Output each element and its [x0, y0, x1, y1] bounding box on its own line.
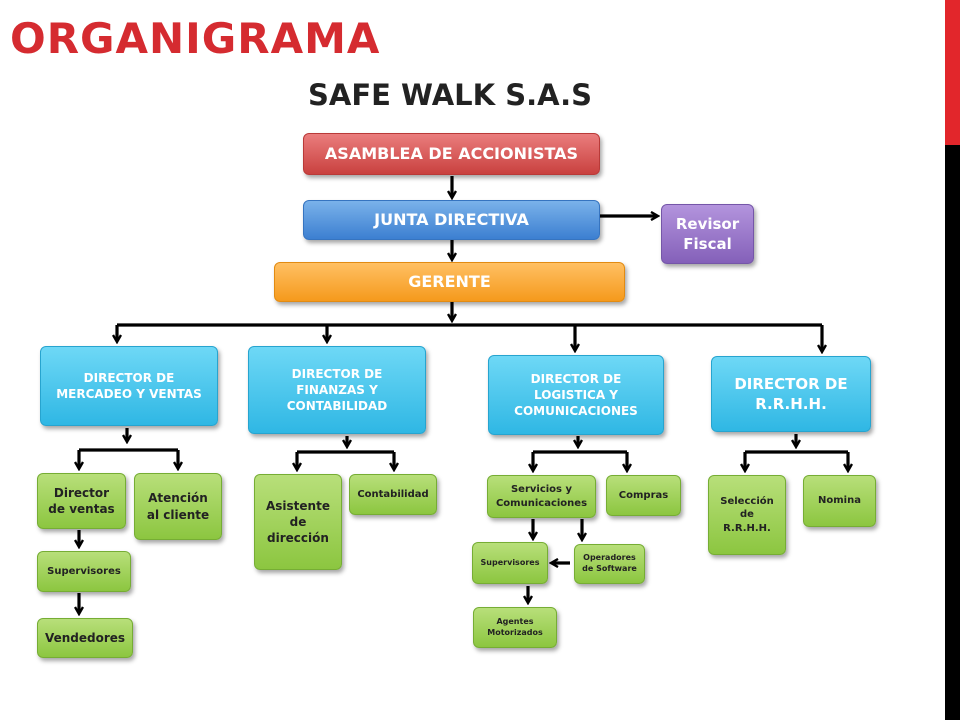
box-supervisores-ventas: Supervisores: [37, 551, 131, 592]
box-asistente-direccion: Asistente de dirección: [254, 474, 342, 570]
side-accent-bar-red: [945, 0, 960, 145]
box-director-logistica-comunicaciones: DIRECTOR DE LOGISTICA Y COMUNICACIONES: [488, 355, 664, 435]
box-gerente: GERENTE: [274, 262, 625, 302]
box-supervisores-logistica: Supervisores: [472, 542, 548, 584]
box-asamblea-accionistas: ASAMBLEA DE ACCIONISTAS: [303, 133, 600, 175]
box-junta-directiva: JUNTA DIRECTIVA: [303, 200, 600, 240]
box-director-rrhh: DIRECTOR DE R.R.H.H.: [711, 356, 871, 432]
box-compras: Compras: [606, 475, 681, 516]
box-director-mercadeo-ventas: DIRECTOR DE MERCADEO Y VENTAS: [40, 346, 218, 426]
box-director-de-ventas: Director de ventas: [37, 473, 126, 529]
org-chart-title: SAFE WALK S.A.S: [307, 78, 592, 112]
side-accent-bar-black: [945, 145, 960, 720]
box-atencion-al-cliente: Atención al cliente: [134, 473, 222, 540]
box-vendedores: Vendedores: [37, 618, 133, 658]
box-director-finanzas-contabilidad: DIRECTOR DE FINANZAS Y CONTABILIDAD: [248, 346, 426, 434]
box-nomina: Nomina: [803, 475, 876, 527]
box-servicios-comunicaciones: Servicios y Comunicaciones: [487, 475, 596, 518]
box-revisor-fiscal: Revisor Fiscal: [661, 204, 754, 264]
box-seleccion-rrhh: Selección de R.R.H.H.: [708, 475, 786, 555]
box-operadores-software: Operadores de Software: [574, 544, 645, 584]
slide-title: ORGANIGRAMA: [10, 14, 381, 63]
box-contabilidad: Contabilidad: [349, 474, 437, 515]
box-agentes-motorizados: Agentes Motorizados: [473, 607, 557, 648]
